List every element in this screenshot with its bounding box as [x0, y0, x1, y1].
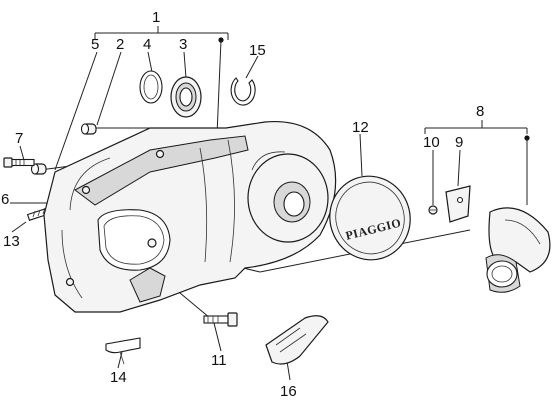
callout-3: 3	[179, 36, 187, 53]
callout-4: 4	[143, 36, 151, 53]
callout-12: 12	[352, 119, 369, 136]
callout-10: 10	[423, 134, 440, 151]
bolt-11	[203, 312, 238, 327]
dowel-5	[30, 163, 47, 175]
logo-cap-12: PIAGGIO	[329, 175, 411, 261]
circlip-4	[139, 70, 163, 104]
callout-13: 13	[3, 233, 20, 250]
air-duct-8	[485, 207, 551, 293]
callout-7: 7	[15, 130, 23, 147]
bolt-7	[3, 157, 35, 168]
cover-plate-16	[265, 315, 329, 365]
plate-9	[445, 185, 471, 223]
callout-5: 5	[91, 36, 99, 53]
bearing-3	[170, 76, 202, 118]
callout-8: 8	[476, 103, 484, 120]
callout-9: 9	[455, 134, 463, 151]
callout-8-bracket	[424, 120, 530, 205]
clip-14	[105, 337, 141, 365]
callout-11: 11	[211, 352, 227, 369]
callout-labels: 1 2 3 4 5 6 7 8 9 10 11 12 13 14 15 16	[1, 9, 484, 400]
snap-ring-15	[230, 77, 256, 106]
callout-14: 14	[110, 369, 127, 386]
callout-15: 15	[249, 42, 266, 59]
screw-10	[428, 205, 438, 215]
dowel-2	[80, 123, 97, 135]
transmission-cover-6	[43, 120, 337, 313]
callout-6: 6	[1, 191, 9, 208]
callout-2: 2	[116, 36, 124, 53]
callout-1: 1	[152, 9, 160, 26]
callout-16: 16	[280, 383, 297, 400]
callout-1-bracket	[94, 26, 229, 136]
